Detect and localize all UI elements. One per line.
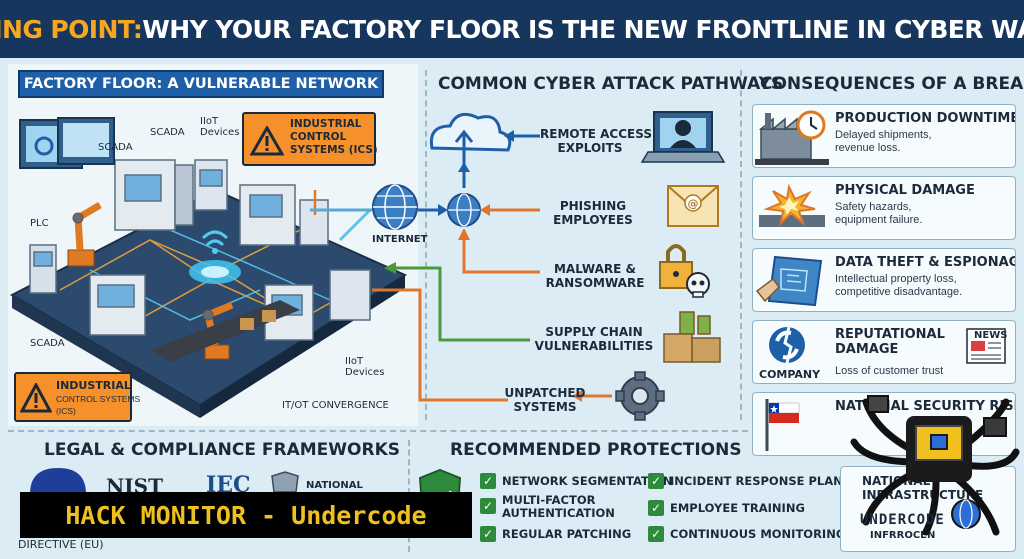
gear-icon	[615, 371, 665, 421]
national-framework: NATIONAL	[306, 480, 363, 491]
check-icon: ✓	[480, 473, 496, 489]
factory-header: FACTORY FLOOR: A VULNERABLE NETWORK	[18, 70, 384, 98]
ics-callout-bottom: INDUSTRIAL CONTROL SYSTEMS (ICS)	[14, 372, 140, 422]
lock-icon	[659, 244, 693, 289]
undercode-logo: UNDERCODE	[860, 512, 945, 528]
ics-bottom-line2: CONTROL SYSTEMS	[56, 394, 141, 404]
pathway-remote-access[interactable]: REMOTE ACCESS EXPLOITS	[540, 127, 652, 155]
ics-callout-top: INDUSTRIAL CONTROL SYSTEMS (ICS)	[242, 112, 378, 166]
directive-label: DIRECTIVE (EU)	[18, 538, 104, 551]
flag-icon	[765, 399, 800, 451]
warning-icon	[250, 126, 284, 156]
protection-incident-response[interactable]: INCIDENT RESPONSE PLAN	[670, 474, 843, 488]
company-label: COMPANY	[759, 368, 821, 381]
pathway-supply-chain[interactable]: SUPPLY CHAIN VULNERABILITIES	[534, 325, 654, 353]
factory-clock-icon	[755, 110, 829, 165]
svg-text:@: @	[688, 197, 699, 210]
pathways-header: COMMON CYBER ATTACK PATHWAYS	[438, 74, 784, 94]
legal-header: LEGAL & COMPLIANCE FRAMEWORKS	[44, 440, 401, 460]
infrastructure-partial-2: INFRROCEN	[870, 530, 936, 541]
check-icon: ✓	[648, 500, 664, 516]
label-scada-bottom: SCADA	[30, 338, 65, 349]
downtime-title: PRODUCTION DOWNTIME	[835, 111, 1016, 126]
warning-icon	[20, 383, 52, 413]
label-plc: PLC	[30, 218, 49, 229]
protection-continuous-monitoring[interactable]: CONTINUOUS MONITORING	[670, 527, 846, 541]
broken-company-icon	[769, 326, 805, 364]
protection-network-segmentation[interactable]: NETWORK SEGMENTATION	[502, 474, 673, 488]
consequence-card-data-theft[interactable]: DATA THEFT & ESPIONAGE Intellectual prop…	[752, 248, 1016, 312]
shield-icon	[271, 471, 299, 493]
cloud-icon	[429, 112, 512, 165]
physical-title: PHYSICAL DAMAGE	[835, 183, 975, 198]
globe-icon	[447, 193, 481, 227]
consequence-card-reputation[interactable]: COMPANY REPUTATIONAL DAMAGE Loss of cust…	[752, 320, 1016, 384]
data-theft-title: DATA THEFT & ESPIONAGE	[835, 255, 1016, 270]
octopus-mascot-icon	[850, 395, 1020, 536]
explosion-icon	[759, 183, 825, 227]
ics-top-text: INDUSTRIAL CONTROL SYSTEMS (ICS)	[290, 118, 378, 156]
consequence-card-downtime[interactable]: PRODUCTION DOWNTIME Delayed shipments, r…	[752, 104, 1016, 168]
protections-header: RECOMMENDED PROTECTIONS	[450, 440, 742, 460]
label-itot: IT/OT CONVERGENCE	[282, 400, 389, 411]
label-iiot-bottom: IIoT Devices	[345, 356, 385, 378]
label-iiot-top: IIoT Devices	[200, 116, 240, 138]
internet-label: INTERNET	[372, 234, 428, 245]
pathway-malware[interactable]: MALWARE & RANSOMWARE	[545, 262, 645, 290]
factory-header-text: FACTORY FLOOR: A VULNERABLE NETWORK	[23, 76, 379, 92]
label-scada-mid: SCADA	[150, 127, 185, 138]
protection-employee-training[interactable]: EMPLOYEE TRAINING	[670, 501, 805, 515]
physical-desc: Safety hazards, equipment failure.	[835, 201, 923, 226]
hacker-laptop-icon	[640, 111, 726, 163]
label-scada-top: SCADA	[98, 142, 133, 153]
check-icon: ✓	[648, 526, 664, 542]
envelope-icon: @	[667, 185, 719, 227]
title-accent: BREAKING POINT:	[0, 14, 143, 44]
title-rest: WHY YOUR FACTORY FLOOR IS THE NEW FRONTL…	[142, 14, 1024, 44]
pathway-unpatched[interactable]: UNPATCHED SYSTEMS	[504, 386, 586, 414]
news-label: NEWS	[974, 330, 1008, 341]
ics-bottom-line1: INDUSTRIAL	[56, 379, 131, 392]
newspaper-icon	[966, 328, 1006, 364]
ics-bottom-line3: (ICS)	[56, 406, 76, 416]
check-icon: ✓	[648, 473, 664, 489]
reputation-title: REPUTATIONAL DAMAGE	[835, 327, 945, 357]
pathway-phishing[interactable]: PHISHING EMPLOYEES	[553, 199, 633, 227]
check-icon: ✓	[480, 526, 496, 542]
skull-icon	[686, 272, 710, 298]
supply-boxes-icon	[663, 311, 721, 363]
consequences-header: CONSEQUENCES OF A BREACH	[760, 74, 1024, 94]
data-theft-desc: Intellectual property loss, competitive …	[835, 273, 963, 298]
eu-flag-icon	[30, 468, 86, 494]
divider-1	[425, 70, 427, 420]
downtime-desc: Delayed shipments, revenue loss.	[835, 129, 932, 154]
protection-regular-patching[interactable]: REGULAR PATCHING	[502, 527, 632, 541]
divider-2	[740, 70, 742, 420]
blueprint-theft-icon	[755, 255, 823, 307]
infrastructure-partial: INFRASTRUCTURE	[862, 488, 984, 502]
reputation-desc: Loss of customer trust	[835, 365, 944, 377]
check-icon: ✓	[480, 498, 496, 514]
divider-3	[8, 430, 748, 432]
hack-monitor-watermark: HACK MONITOR - Undercode	[20, 492, 472, 538]
protection-mfa[interactable]: MULTI-FACTOR AUTHENTICATION	[502, 493, 615, 520]
page-title: BREAKING POINT: WHY YOUR FACTORY FLOOR I…	[0, 0, 1024, 58]
consequence-card-physical[interactable]: PHYSICAL DAMAGE Safety hazards, equipmen…	[752, 176, 1016, 240]
